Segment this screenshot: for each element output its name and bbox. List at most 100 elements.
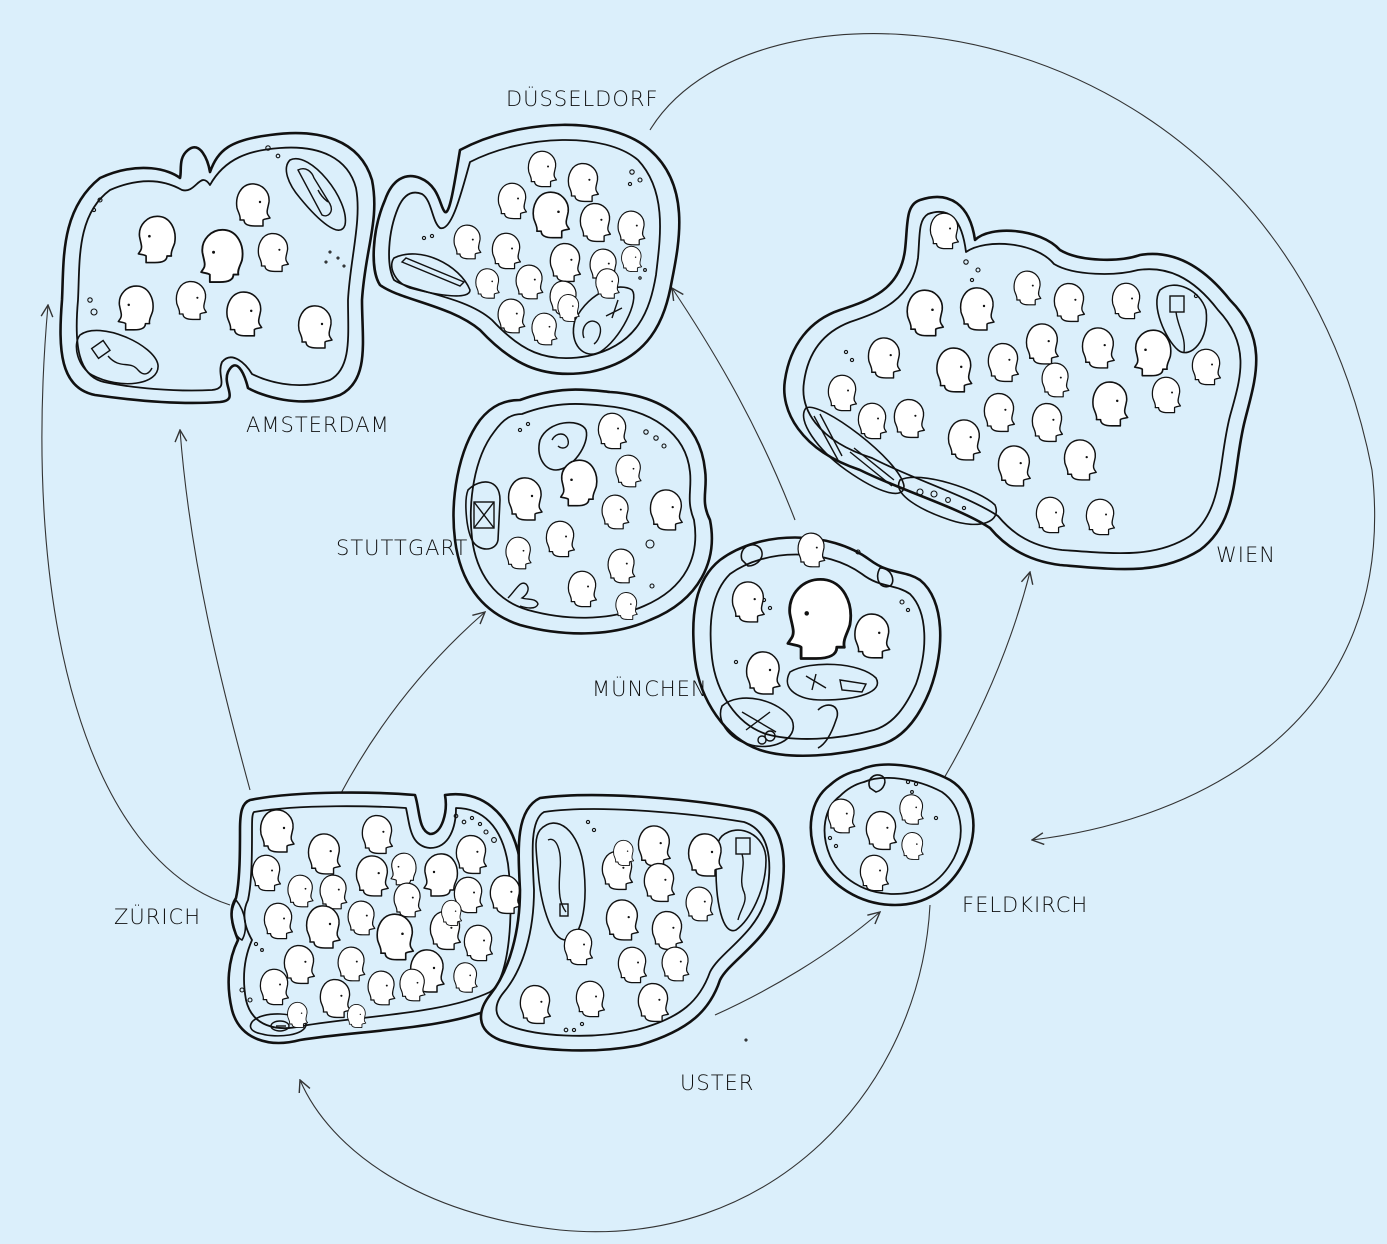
- person-head: [284, 946, 314, 984]
- person-head: [598, 413, 626, 448]
- person-head: [568, 571, 596, 606]
- person-head: [288, 1002, 308, 1027]
- person-head: [227, 292, 262, 336]
- person-head: [424, 854, 457, 896]
- person-head: [377, 914, 413, 959]
- office-feldkirch: FELDKIRCH: [811, 765, 1088, 917]
- person-head: [464, 925, 492, 960]
- arrow-zuerich-stuttgart: [340, 612, 485, 795]
- person-head: [606, 900, 638, 940]
- person-head: [1135, 330, 1171, 375]
- person-head: [1026, 324, 1058, 364]
- person-head: [1082, 328, 1114, 368]
- person-head: [1152, 377, 1180, 412]
- person-head: [338, 947, 365, 981]
- person-head: [858, 403, 886, 438]
- person-head: [798, 533, 825, 567]
- person-head: [602, 495, 629, 529]
- person-head: [528, 151, 556, 186]
- person-head: [662, 947, 689, 981]
- person-head: [260, 969, 288, 1004]
- person-head: [442, 900, 462, 925]
- office-duesseldorf: DÜSSELDORF: [374, 85, 680, 374]
- person-head: [652, 912, 682, 950]
- person-head: [855, 614, 890, 658]
- person-head: [118, 286, 153, 330]
- person-head: [747, 652, 780, 694]
- person-head: [948, 420, 980, 460]
- person-head: [596, 269, 619, 298]
- person-head: [984, 394, 1014, 432]
- person-head: [614, 840, 634, 865]
- person-head: [1036, 497, 1064, 532]
- person-head: [1192, 349, 1220, 384]
- office-amsterdam: AMSTERDAM: [61, 133, 390, 437]
- person-head: [509, 478, 542, 520]
- person-head: [520, 986, 550, 1024]
- person-head: [498, 183, 526, 218]
- person-head: [492, 233, 520, 268]
- person-head: [580, 204, 610, 242]
- person-head: [732, 582, 764, 622]
- person-head: [320, 980, 350, 1018]
- person-head: [564, 929, 592, 964]
- person-head: [608, 549, 635, 583]
- person-head: [622, 246, 642, 271]
- person-head: [288, 875, 313, 907]
- person-head: [576, 981, 604, 1016]
- person-head: [638, 826, 670, 866]
- person-head: [860, 855, 888, 890]
- person-head: [454, 225, 481, 259]
- person-head: [516, 265, 543, 299]
- person-head: [894, 400, 924, 438]
- person-head: [902, 833, 923, 860]
- person-head: [506, 537, 531, 569]
- person-head: [644, 864, 674, 902]
- person-head: [252, 855, 280, 890]
- person-head: [400, 969, 425, 1001]
- city-label-duesseldorf: DÜSSELDORF: [506, 85, 659, 111]
- person-head: [868, 338, 900, 378]
- person-head: [320, 875, 347, 909]
- person-head: [258, 234, 288, 272]
- person-head: [1042, 363, 1069, 397]
- arrow-zuerich-amsterdam-inner: [180, 430, 250, 790]
- person-head: [558, 295, 579, 322]
- person-head: [176, 282, 206, 320]
- city-label-amsterdam: AMSTERDAM: [246, 413, 390, 437]
- person-head: [1093, 382, 1128, 426]
- person-head: [907, 290, 943, 335]
- person-head: [1064, 440, 1096, 480]
- person-head: [391, 853, 416, 885]
- person-head: [616, 455, 641, 487]
- person-head: [533, 192, 569, 237]
- person-head: [498, 299, 525, 333]
- person-head: [618, 211, 645, 245]
- person-head: [866, 812, 896, 850]
- person-head: [1032, 404, 1062, 442]
- person-head: [568, 164, 598, 202]
- person-head: [264, 903, 292, 938]
- person-head: [308, 834, 340, 874]
- person-head: [616, 593, 637, 620]
- person-head: [988, 344, 1018, 382]
- person-head: [347, 1004, 365, 1027]
- person-head: [998, 446, 1030, 486]
- person-head: [348, 901, 375, 935]
- person-head: [937, 348, 972, 392]
- office-boundary-wien: [784, 197, 1256, 569]
- person-head-large: [788, 579, 851, 658]
- city-label-feldkirch: FELDKIRCH: [962, 893, 1088, 917]
- person-head: [201, 230, 242, 282]
- person-head: [686, 887, 713, 921]
- office-uster: USTER: [481, 795, 784, 1095]
- person-head: [261, 810, 294, 852]
- office-stuttgart: STUTTGART: [336, 390, 712, 634]
- person-head: [961, 288, 994, 330]
- city-label-zuerich: ZÜRICH: [114, 903, 201, 929]
- city-label-stuttgart: STUTTGART: [336, 536, 468, 560]
- person-head: [618, 947, 646, 982]
- person-head: [930, 213, 958, 248]
- person-head: [476, 269, 499, 298]
